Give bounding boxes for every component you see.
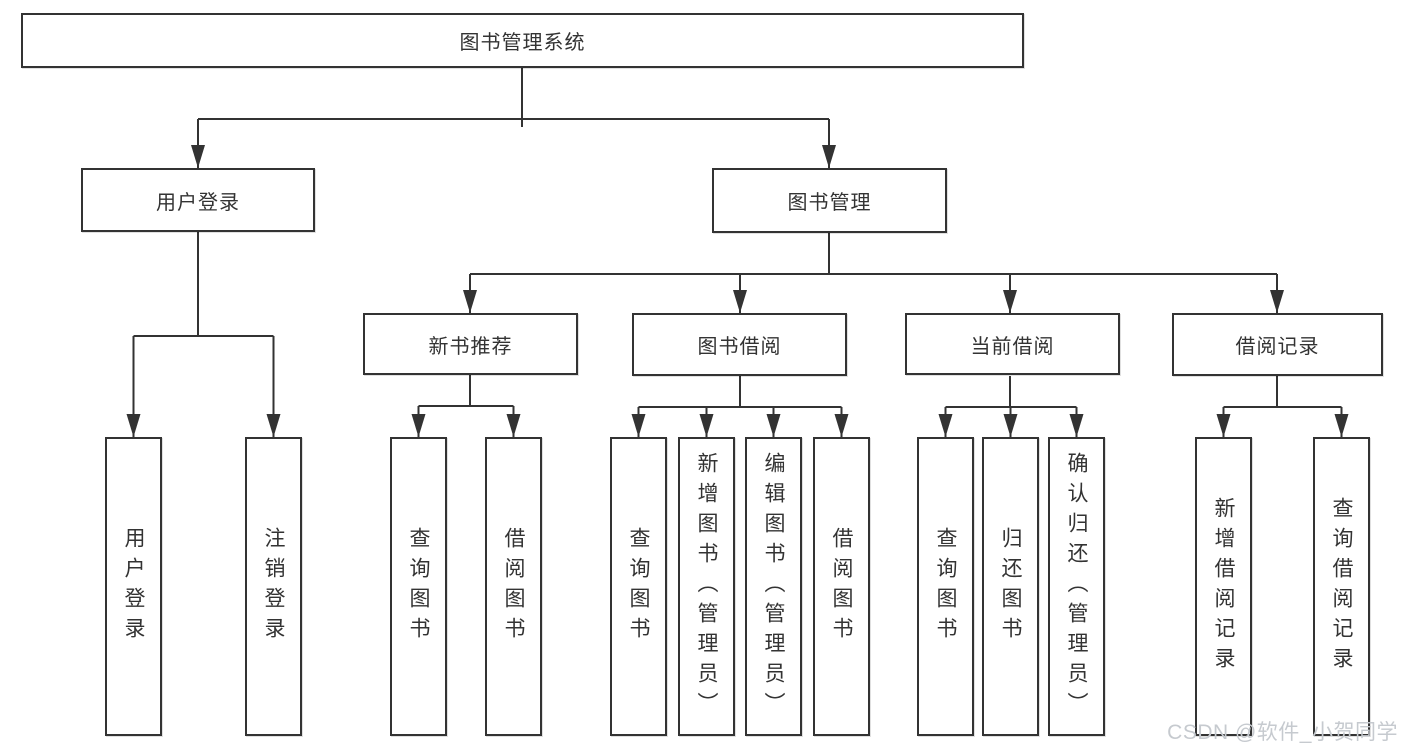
node-label: 新增借阅记录 — [1212, 496, 1235, 677]
connector-bookborrow-to-leaves — [637, 376, 843, 437]
node-label: 新增图书（管理员） — [695, 451, 718, 722]
arrowheads-level2 — [191, 145, 836, 168]
node-label: 图书管理 — [787, 192, 872, 214]
node-label: 归还图书 — [999, 526, 1022, 647]
arrowhead-icon — [463, 290, 477, 313]
node-label: 查询借阅记录 — [1330, 496, 1353, 677]
arrowhead-icon — [266, 414, 281, 437]
arrowhead-icon — [631, 414, 646, 437]
node-book-borrow: 图书借阅 — [632, 313, 847, 376]
node-book-management: 图书管理 — [712, 168, 947, 233]
node-label: 用户登录 — [122, 526, 145, 647]
leaf-add-borrow-record: 新增借阅记录 — [1195, 437, 1252, 736]
arrowhead-icon — [1270, 290, 1284, 313]
connector-bookmgmt-to-level3 — [469, 233, 1278, 313]
arrowheads-level3 — [463, 290, 1284, 313]
arrowheads-leaves — [126, 414, 1349, 437]
arrowhead-icon — [766, 414, 781, 437]
node-label: 编辑图书（管理员） — [762, 451, 785, 722]
arrowhead-icon — [411, 414, 426, 437]
node-new-book-recommend: 新书推荐 — [363, 313, 578, 375]
arrowhead-icon — [834, 414, 849, 437]
csdn-watermark: CSDN @软件_小贺同学 — [1167, 721, 1398, 744]
leaf-confirm-return-admin: 确认归还（管理员） — [1048, 437, 1105, 736]
leaf-borrow-books: 借阅图书 — [813, 437, 870, 736]
arrowhead-icon — [1003, 290, 1017, 313]
arrowhead-icon — [733, 290, 747, 313]
node-label: 借阅图书 — [502, 526, 525, 647]
node-borrow-records: 借阅记录 — [1172, 313, 1383, 376]
node-label: 新书推荐 — [428, 335, 513, 358]
leaf-query-books-recommend: 查询图书 — [390, 437, 447, 736]
leaf-borrow-books-recommend: 借阅图书 — [485, 437, 542, 736]
leaf-edit-books-admin: 编辑图书（管理员） — [745, 437, 802, 736]
arrowhead-icon — [126, 414, 141, 437]
node-label: 查询图书 — [627, 526, 650, 647]
node-root-system: 图书管理系统 — [21, 13, 1024, 68]
arrowhead-icon — [1334, 414, 1349, 437]
arrowhead-icon — [1216, 414, 1231, 437]
node-label: 借阅记录 — [1235, 336, 1320, 358]
arrowhead-icon — [506, 414, 521, 437]
node-label: 当前借阅 — [970, 335, 1055, 358]
leaf-return-books: 归还图书 — [982, 437, 1039, 736]
arrowhead-icon — [1003, 414, 1018, 437]
node-label: 查询图书 — [407, 526, 430, 647]
arrowhead-icon — [938, 414, 953, 437]
node-label: 注销登录 — [262, 526, 285, 647]
connector-newbook-to-leaves — [417, 375, 515, 437]
leaf-query-books-current: 查询图书 — [917, 437, 974, 736]
connector-root-to-level2 — [197, 68, 830, 168]
leaf-query-books-borrow: 查询图书 — [610, 437, 667, 736]
leaf-logout: 注销登录 — [245, 437, 302, 736]
node-user-login: 用户登录 — [81, 168, 315, 232]
connector-userlogin-to-leaves — [132, 232, 275, 437]
node-current-borrow: 当前借阅 — [905, 313, 1120, 375]
node-label: 图书管理系统 — [459, 32, 586, 54]
connector-borrowrecords-to-leaves — [1222, 376, 1343, 437]
node-label: 用户登录 — [156, 191, 240, 214]
arrowhead-icon — [699, 414, 714, 437]
arrowhead-icon — [1069, 414, 1084, 437]
leaf-query-borrow-record: 查询借阅记录 — [1313, 437, 1370, 736]
arrowhead-icon — [191, 145, 205, 168]
leaf-user-login: 用户登录 — [105, 437, 162, 736]
leaf-add-books-admin: 新增图书（管理员） — [678, 437, 735, 736]
node-label: 确认归还（管理员） — [1065, 451, 1088, 722]
node-label: 查询图书 — [934, 526, 957, 647]
node-label: 借阅图书 — [830, 526, 853, 647]
arrowhead-icon — [822, 145, 836, 168]
node-label: 图书借阅 — [697, 336, 782, 358]
